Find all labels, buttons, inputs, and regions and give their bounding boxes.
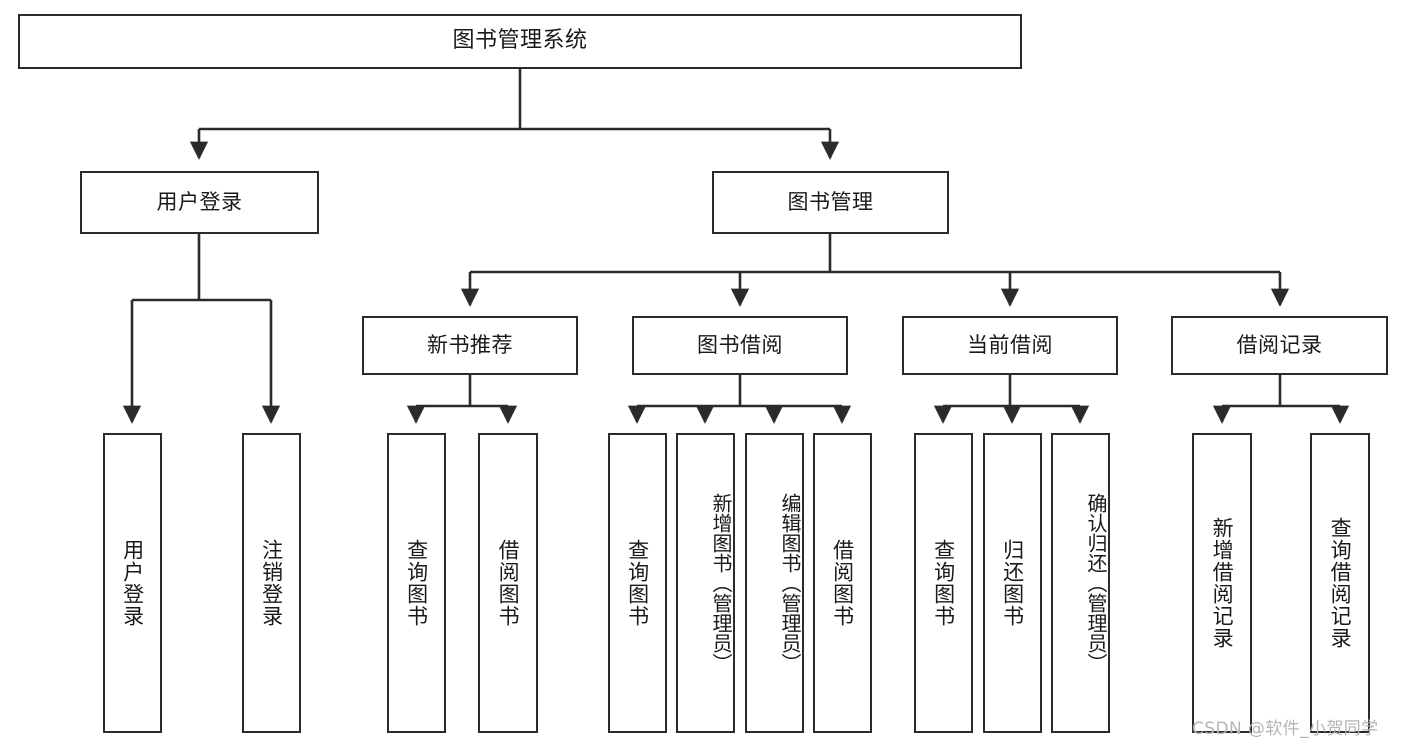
node-user-login[interactable]: 用户登录 bbox=[80, 171, 319, 234]
node-book-borrow[interactable]: 图书借阅 bbox=[632, 316, 848, 375]
csdn-watermark: CSDN @软件_小贺同学 bbox=[1192, 719, 1379, 739]
node-borrow-record[interactable]: 借阅记录 bbox=[1171, 316, 1388, 375]
leaf-user-login[interactable]: 用户登录 bbox=[103, 433, 162, 733]
leaf-query-book-current[interactable]: 查询图书 bbox=[914, 433, 973, 733]
leaf-query-borrow-record[interactable]: 查询借阅记录 bbox=[1310, 433, 1370, 733]
leaf-confirm-return-admin[interactable]: 确认归还（管理员） bbox=[1051, 433, 1110, 733]
leaf-return-book[interactable]: 归还图书 bbox=[983, 433, 1042, 733]
node-new-book-recommend[interactable]: 新书推荐 bbox=[362, 316, 578, 375]
leaf-borrow-book-recommend[interactable]: 借阅图书 bbox=[478, 433, 538, 733]
node-book-manage[interactable]: 图书管理 bbox=[712, 171, 949, 234]
leaf-query-book-borrow[interactable]: 查询图书 bbox=[608, 433, 667, 733]
leaf-logout-login[interactable]: 注销登录 bbox=[242, 433, 301, 733]
leaf-query-book-recommend[interactable]: 查询图书 bbox=[387, 433, 446, 733]
node-current-borrow[interactable]: 当前借阅 bbox=[902, 316, 1118, 375]
leaf-borrow-book-borrow[interactable]: 借阅图书 bbox=[813, 433, 872, 733]
node-root-system[interactable]: 图书管理系统 bbox=[18, 14, 1022, 69]
leaf-edit-book-admin[interactable]: 编辑图书（管理员） bbox=[745, 433, 804, 733]
leaf-add-book-admin[interactable]: 新增图书（管理员） bbox=[676, 433, 735, 733]
leaf-add-borrow-record[interactable]: 新增借阅记录 bbox=[1192, 433, 1252, 733]
